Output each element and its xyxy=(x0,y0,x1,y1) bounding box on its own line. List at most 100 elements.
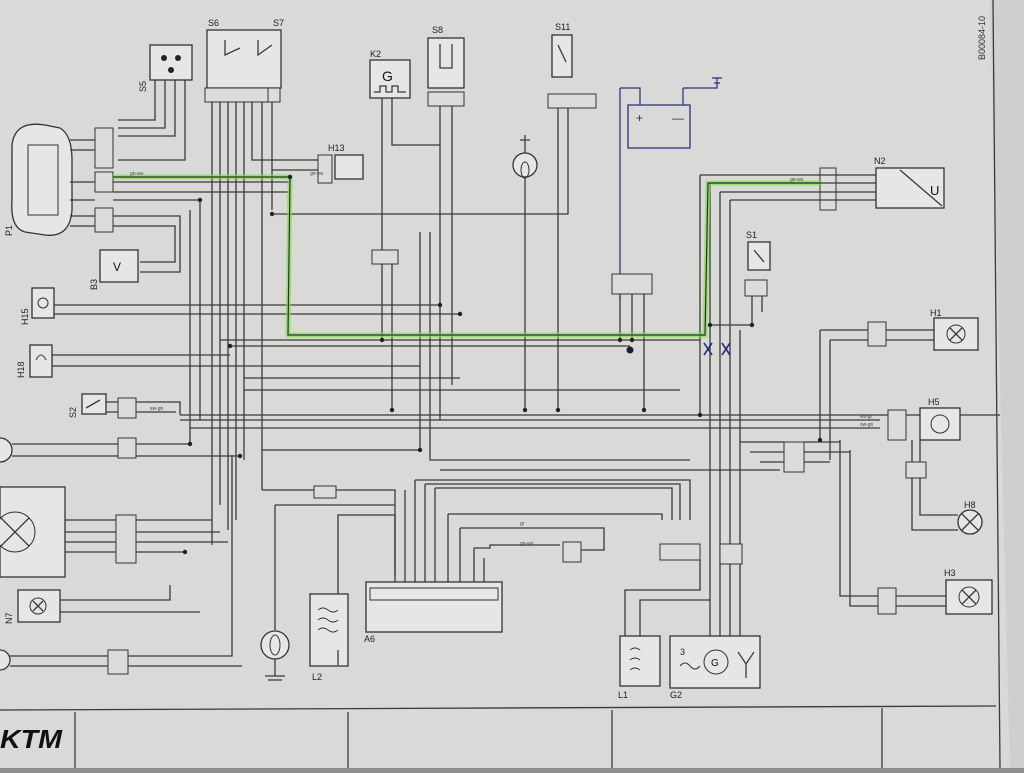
n2-connector xyxy=(819,167,837,211)
g2-connector-b xyxy=(719,543,743,565)
g2-rotor xyxy=(703,649,729,675)
n2-regulator xyxy=(875,167,945,209)
battery-annotation: + — xyxy=(619,77,722,300)
s6-s7-wires xyxy=(211,102,273,545)
l1-label: L1 xyxy=(618,690,628,700)
b3-sensor xyxy=(99,249,139,283)
p1-connector-b xyxy=(94,171,114,193)
s11-contact xyxy=(557,44,567,63)
h8-connector xyxy=(905,461,927,479)
sender-wire xyxy=(520,135,530,410)
right-vertical-wires xyxy=(699,175,741,660)
main-bus-horizontal xyxy=(180,414,1000,429)
h3-bulb xyxy=(958,586,980,608)
s5-pin xyxy=(161,55,167,61)
s6-s7-connector xyxy=(204,87,276,103)
paper-edge-shadow xyxy=(990,0,1024,768)
bottom-left-lamp xyxy=(0,649,11,671)
h15-symbol xyxy=(37,297,49,309)
a6-pin-header xyxy=(369,587,499,601)
annotation-junction xyxy=(626,346,634,354)
battery-minus: — xyxy=(672,111,684,125)
svg-text:gr: gr xyxy=(520,521,525,527)
frame-right-line xyxy=(992,0,1001,769)
h3-cross xyxy=(961,589,977,605)
svg-text:gn-ws: gn-ws xyxy=(790,177,804,183)
svg-text:sw-gn: sw-gn xyxy=(860,422,874,428)
h15-label: H15 xyxy=(20,308,30,325)
headlamp-wires xyxy=(65,519,228,553)
l2-coil-symbol xyxy=(317,607,339,633)
k2-generator-symbol: G xyxy=(382,68,393,84)
l2-wires xyxy=(337,514,396,665)
h3-wires xyxy=(839,440,946,607)
s5-pin xyxy=(168,67,174,73)
s2-wires xyxy=(106,401,181,415)
a6-side-connector xyxy=(562,541,582,563)
h1-label: H1 xyxy=(930,308,942,318)
k2-pulse-symbol xyxy=(374,85,406,93)
n7-cross xyxy=(32,600,44,612)
h13-connector xyxy=(317,154,333,184)
s8-switch xyxy=(427,37,465,89)
h5-horn xyxy=(919,407,961,441)
s11-wires xyxy=(272,108,569,410)
h18-lamp xyxy=(29,344,53,378)
spark-plug-wires xyxy=(265,505,285,681)
relay-connector xyxy=(611,273,653,295)
s8-contact xyxy=(439,44,453,69)
l2-ignition-coil xyxy=(309,593,349,667)
l1-coil-symbol xyxy=(629,647,641,671)
s11-switch xyxy=(551,34,573,78)
a6-cdi-unit xyxy=(365,581,503,633)
p1-instrument xyxy=(11,123,73,236)
h13-wires xyxy=(251,135,318,171)
p1-bus-wires xyxy=(113,181,290,193)
l2-label: L2 xyxy=(312,672,322,682)
svg-text:gn-ws: gn-ws xyxy=(310,171,324,177)
left-lamp-connector xyxy=(117,437,137,459)
relay-wires xyxy=(619,294,645,410)
s7-connector xyxy=(267,87,281,103)
headlamp-connector xyxy=(115,514,137,564)
s2-connector xyxy=(117,397,137,419)
h5-label: H5 xyxy=(928,397,940,407)
brand-logo: KTM xyxy=(0,724,63,754)
s5-wires xyxy=(118,80,186,161)
document-code: B00084-10 xyxy=(977,16,987,60)
a6-label: A6 xyxy=(364,634,375,644)
s8-label: S8 xyxy=(432,25,443,35)
s5-label: S5 xyxy=(138,81,148,92)
junction-dots xyxy=(182,174,823,555)
title-block-top-line xyxy=(0,705,997,711)
bottom-left-wires xyxy=(10,455,242,667)
k2-wires xyxy=(381,98,440,250)
right-center-connector xyxy=(783,441,805,473)
n7-bulb xyxy=(29,597,47,615)
s1-contact xyxy=(753,249,765,263)
h1-connector xyxy=(867,321,887,347)
g2-wye-symbol xyxy=(737,651,755,678)
h1-cross xyxy=(949,327,963,341)
sender-symbol xyxy=(512,152,538,178)
center-bus-lower xyxy=(244,377,680,391)
spark-plug-inner xyxy=(269,634,281,656)
left-bus-verticals xyxy=(189,200,201,444)
g2-phase-count: 3 xyxy=(680,647,685,657)
a6-wires xyxy=(404,480,485,582)
h5-connector xyxy=(887,409,907,441)
h8-wires xyxy=(911,440,958,531)
bottom-left-connector xyxy=(107,649,129,675)
s5-pin xyxy=(175,55,181,61)
s8-wires xyxy=(439,106,453,420)
l1-wires xyxy=(624,560,710,636)
svg-text:sw-gn: sw-gn xyxy=(150,406,164,412)
svg-text:ws-gr: ws-gr xyxy=(860,414,873,420)
p1-connector-c xyxy=(94,207,114,233)
s1-label: S1 xyxy=(746,230,757,240)
s2-contact xyxy=(85,399,101,409)
h3-connector xyxy=(877,587,897,615)
n2-regulator-symbol: U xyxy=(930,183,939,198)
headlamp-bulb xyxy=(0,511,36,553)
